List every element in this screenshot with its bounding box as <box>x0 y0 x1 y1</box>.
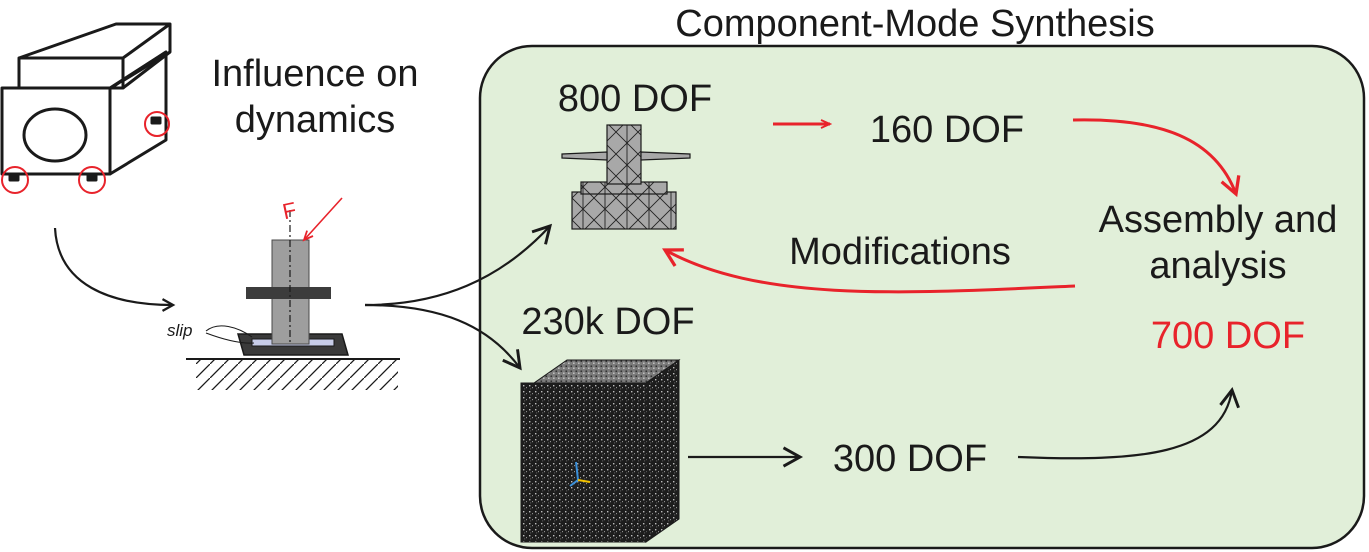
joint-circle-front-right <box>78 166 106 194</box>
dof-reduced-large: 300 DOF <box>833 438 987 480</box>
arrow-to-large-component <box>364 303 522 371</box>
influence-label-line1: Influence on <box>211 53 418 95</box>
assembly-label-line2: analysis <box>1149 245 1286 287</box>
ground-hatching <box>196 360 398 390</box>
dof-assembled: 700 DOF <box>1151 315 1305 357</box>
joint-circle-rear <box>144 111 170 137</box>
large-component-mesh <box>520 359 681 543</box>
arrow-large-to-assembly <box>1017 387 1240 460</box>
small-component-mesh <box>561 124 691 230</box>
dof-fine-large: 230k DOF <box>521 301 694 343</box>
force-label: F <box>280 197 298 224</box>
substructure-schematic <box>186 197 400 390</box>
influence-label-line2: dynamics <box>235 99 396 141</box>
dof-fine-small: 800 DOF <box>558 78 712 120</box>
assembly-label-line1: Assembly and <box>1099 199 1338 241</box>
arrow-machine-to-substructure <box>53 227 173 305</box>
synthesis-panel <box>478 44 1366 550</box>
arrow-to-small-component <box>364 223 553 307</box>
modifications-label: Modifications <box>789 231 1011 273</box>
arrow-small-to-assembly <box>1072 118 1241 198</box>
panel-title: Component-Mode Synthesis <box>675 3 1154 45</box>
machine-tool-sketch <box>0 22 172 182</box>
arrow-modifications <box>662 248 1076 294</box>
dof-reduced-small: 160 DOF <box>870 109 1024 151</box>
joint-circle-front-left <box>1 166 29 194</box>
slip-label: slip <box>167 321 193 340</box>
